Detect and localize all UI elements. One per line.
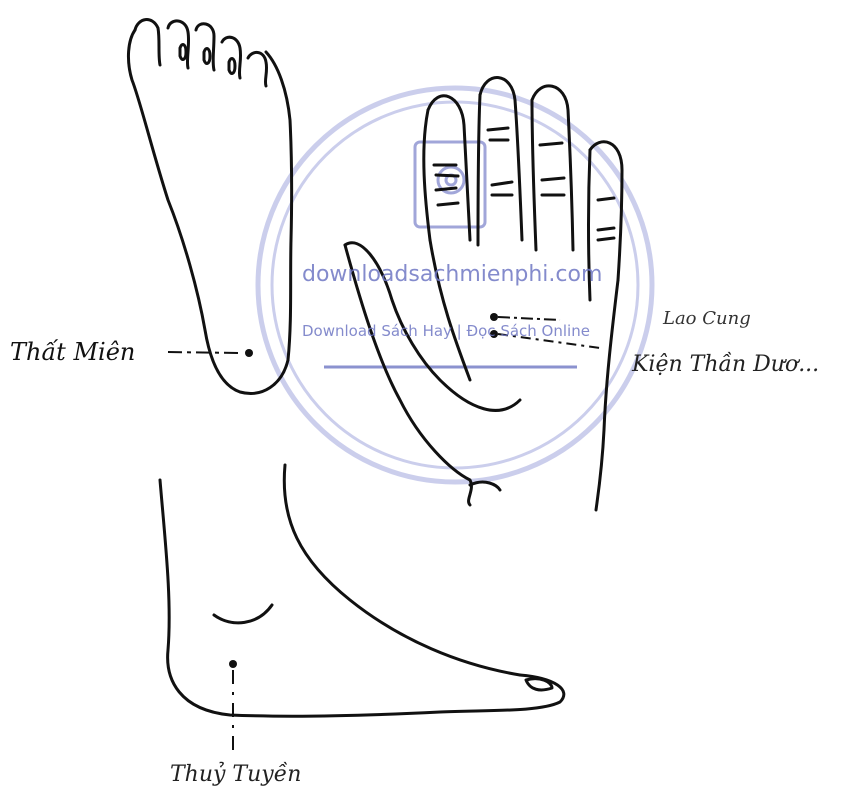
label-lao-cung: Lao Cung	[663, 308, 751, 329]
thuy-tuyen-point	[229, 660, 237, 668]
label-thuy-tuyen: Thuỷ Tuyền	[170, 762, 301, 787]
watermark-site: downloadsachmienphi.com	[302, 262, 602, 287]
ankle-foot-illustration	[160, 465, 564, 716]
that-mien-point	[245, 349, 253, 357]
label-kien-than-duong: Kiện Thần Dươ...	[632, 352, 819, 377]
that-mien-leader	[168, 352, 240, 353]
lao-cung-point	[490, 313, 498, 321]
label-that-mien: Thất Miên	[10, 338, 135, 366]
watermark-subtitle: Download Sách Hay | Đọc Sách Online	[302, 322, 590, 340]
lao-cung-leader	[498, 317, 560, 320]
